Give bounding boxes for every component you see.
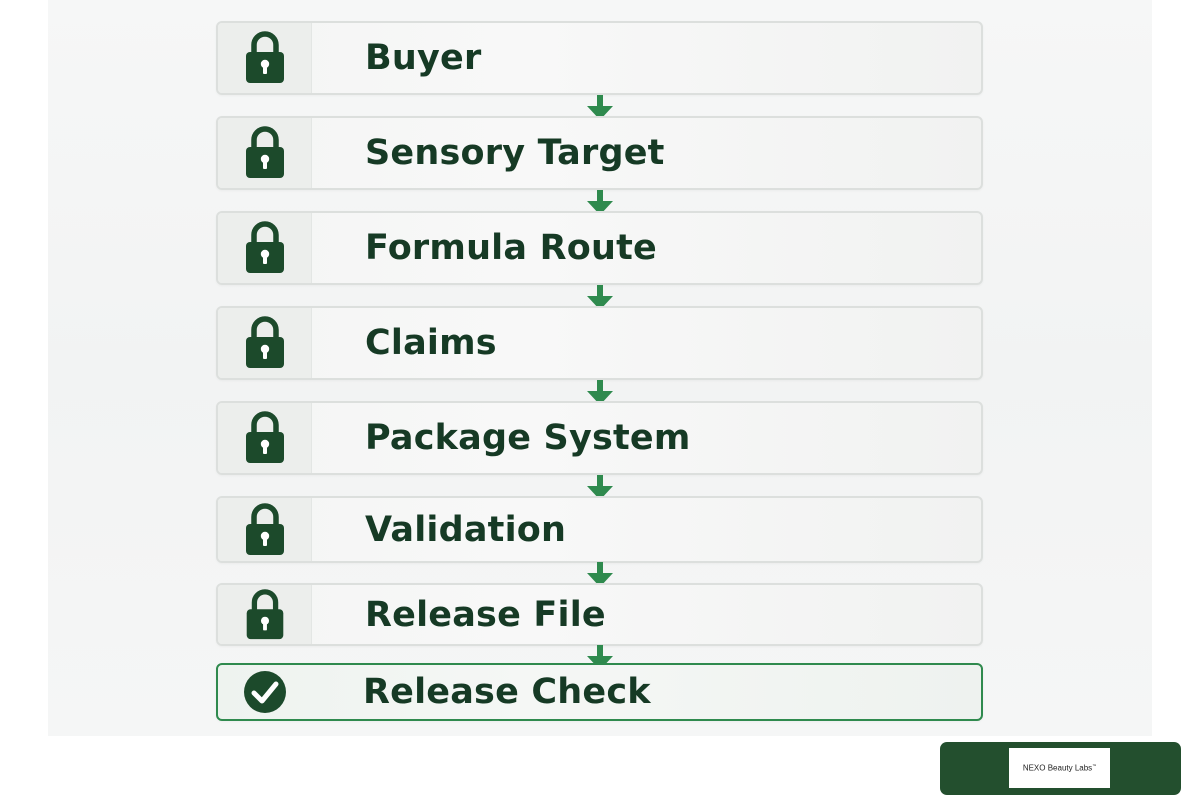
step-icon-cell xyxy=(218,23,312,93)
step-icon-cell xyxy=(218,585,312,644)
step-release-check: Release Check xyxy=(216,663,983,721)
step-package-system: Package System xyxy=(216,401,983,475)
lock-icon xyxy=(245,126,284,178)
step-icon-cell xyxy=(218,403,312,473)
step-label-claims: Claims xyxy=(365,323,497,363)
arrow-down-icon xyxy=(587,95,613,120)
step-claims: Claims xyxy=(216,306,983,380)
step-icon-cell xyxy=(218,213,312,283)
arrow-down-icon xyxy=(587,380,613,405)
step-label-release-check: Release Check xyxy=(363,672,651,712)
step-label-package-system: Package System xyxy=(365,418,691,458)
brand-logo: NEXO Beauty Labs™ xyxy=(1009,748,1110,788)
step-icon-cell xyxy=(218,308,312,378)
step-formula-route: Formula Route xyxy=(216,211,983,285)
step-label-sensory-target: Sensory Target xyxy=(365,133,665,173)
lock-icon xyxy=(246,588,283,639)
step-validation: Validation xyxy=(216,496,983,563)
arrow-down-icon xyxy=(587,285,613,310)
step-label-buyer: Buyer xyxy=(365,38,482,78)
brand-bar: NEXO Beauty Labs™ xyxy=(940,742,1181,795)
brand-name: NEXO Beauty Labs™ xyxy=(1022,763,1097,773)
lock-icon xyxy=(245,221,284,273)
step-label-formula-route: Formula Route xyxy=(365,228,657,268)
step-icon-cell xyxy=(218,665,312,719)
arrow-down-icon xyxy=(587,562,613,587)
step-label-validation: Validation xyxy=(365,509,567,550)
lock-icon xyxy=(245,31,284,83)
lock-icon xyxy=(245,411,284,463)
check-circle-icon xyxy=(244,671,286,713)
step-icon-cell xyxy=(218,118,312,188)
lock-icon xyxy=(245,316,284,368)
step-release-file: Release File xyxy=(216,583,983,646)
step-label-release-file: Release File xyxy=(365,594,606,635)
lock-icon xyxy=(245,502,284,555)
step-sensory-target: Sensory Target xyxy=(216,116,983,190)
arrow-down-icon xyxy=(587,475,613,500)
step-icon-cell xyxy=(218,498,312,561)
arrow-down-icon xyxy=(587,190,613,215)
step-buyer: Buyer xyxy=(216,21,983,95)
